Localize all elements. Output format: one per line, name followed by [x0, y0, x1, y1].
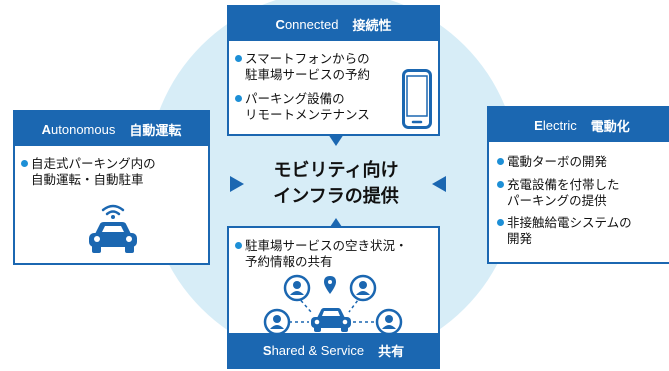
autonomous-header: Autonomous 自動運転	[15, 112, 208, 146]
connected-box: Connected 接続性 スマートフォンからの 駐車場サービスの予約 パーキン…	[227, 5, 440, 136]
shared-item-1: 駐車場サービスの空き状況・ 予約情報の共有	[235, 238, 408, 270]
shared-header-jp: 共有	[378, 344, 405, 360]
location-pin-icon	[324, 276, 336, 294]
arrow-from-electric	[432, 176, 446, 192]
connected-header-en: Connected	[275, 16, 339, 32]
electric-item-3: 非接触給電システムの 開発	[497, 215, 632, 247]
autonomous-item-1: 自走式パーキング内の 自動運転・自動駐車	[21, 156, 156, 188]
electric-item-2: 充電設備を付帯した パーキングの提供	[497, 177, 620, 209]
center-title-line1: モビリティ向け	[273, 160, 399, 181]
smartphone-icon	[402, 69, 432, 129]
autonomous-box: Autonomous 自動運転 自走式パーキング内の 自動運転・自動駐車	[13, 110, 210, 265]
electric-box: Electric 電動化 電動ターボの開発 充電設備を付帯した パーキングの提供…	[487, 106, 669, 264]
arrow-from-connected	[328, 134, 344, 146]
connected-header-jp: 接続性	[352, 18, 392, 34]
electric-item-1: 電動ターボの開発	[497, 154, 607, 170]
connected-header: Connected 接続性	[229, 7, 438, 41]
autonomous-header-jp: 自動運転	[129, 123, 182, 139]
person-icon	[349, 274, 377, 302]
connected-item-2: パーキング設備の リモートメンテナンス	[235, 91, 370, 123]
person-icon	[283, 274, 311, 302]
shared-network-icon	[263, 274, 403, 336]
car-icon	[311, 308, 351, 332]
shared-header: Shared & Service 共有	[229, 333, 438, 367]
shared-box: 駐車場サービスの空き状況・ 予約情報の共有	[227, 226, 440, 369]
electric-header-jp: 電動化	[590, 119, 630, 135]
shared-header-en: Shared & Service	[262, 342, 365, 358]
electric-header-en: Electric	[534, 117, 577, 133]
arrow-from-autonomous	[230, 176, 244, 192]
center-title-line2: インフラの提供	[273, 186, 399, 207]
autonomous-car-icon	[89, 204, 137, 253]
electric-header: Electric 電動化	[489, 108, 669, 142]
connected-item-1: スマートフォンからの 駐車場サービスの予約	[235, 51, 370, 83]
person-icon	[263, 308, 291, 336]
person-icon	[375, 308, 403, 336]
center-title: モビリティ向け インフラの提供	[254, 158, 418, 210]
autonomous-header-en: Autonomous	[41, 121, 116, 137]
